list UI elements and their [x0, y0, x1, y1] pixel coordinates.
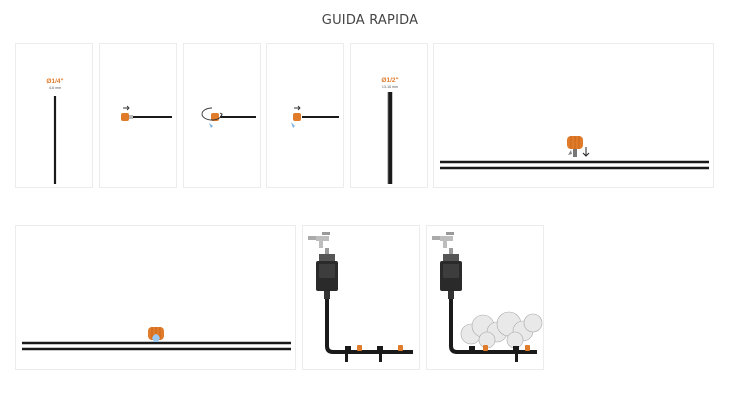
- step-3-panel: [183, 43, 261, 188]
- tube-diameter-text: Ø1/2": [381, 77, 399, 84]
- step-5-panel: Ø1/2" 13-16 mm: [350, 43, 428, 188]
- step-8-panel: [302, 225, 420, 370]
- step-9-panel: [426, 225, 544, 370]
- dripper-insert-icon: [121, 105, 172, 121]
- tube-mm-text: 4-6 mm: [48, 85, 62, 90]
- tube-size-label: Ø1/2" 13-16 mm: [360, 77, 420, 89]
- thin-tube-icon: [53, 96, 57, 184]
- tube-diameter-text: Ø1/4": [46, 78, 64, 85]
- step-7-panel: [15, 225, 296, 370]
- dripper-on-tube-icon: [22, 327, 291, 351]
- tube-mm-text: 13-16 mm: [381, 84, 399, 89]
- step-1-panel: Ø1/4" 4-6 mm: [15, 43, 93, 188]
- thick-tube-icon: [387, 92, 393, 184]
- step-2-panel: [99, 43, 177, 188]
- step-4-panel: [266, 43, 344, 188]
- tube-size-label: Ø1/4" 4-6 mm: [25, 78, 85, 90]
- twist-dripper-icon: [201, 107, 256, 128]
- page-title: GUIDA RAPIDA: [321, 13, 419, 28]
- dripper-attached-icon: [291, 105, 339, 128]
- step-6-panel: [433, 43, 714, 188]
- punch-tool-icon: [440, 136, 709, 170]
- garden-system-icon: [432, 232, 543, 362]
- tap-timer-system-icon: [308, 232, 413, 362]
